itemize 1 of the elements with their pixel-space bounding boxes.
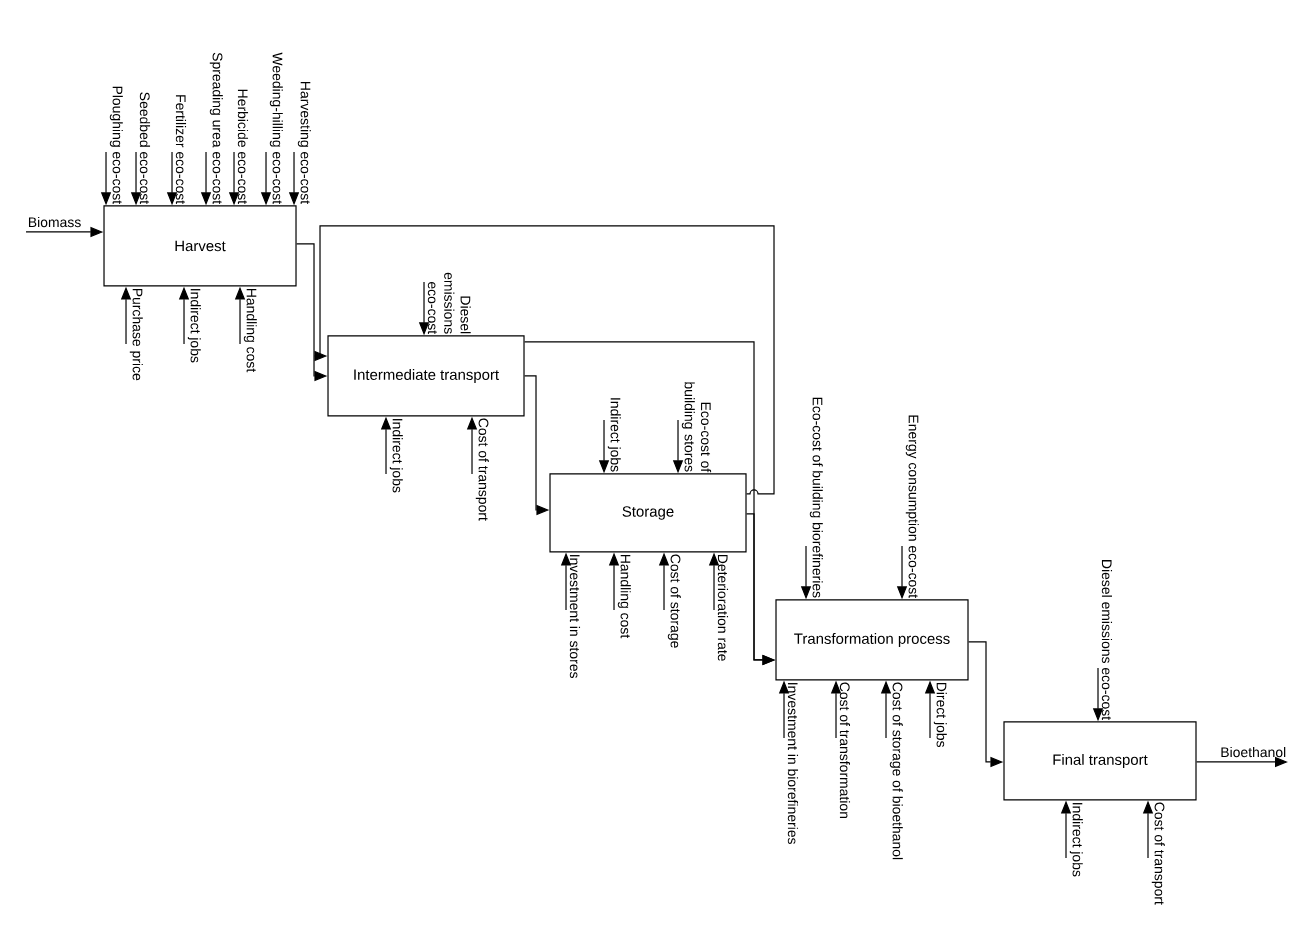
arrow <box>314 225 775 495</box>
